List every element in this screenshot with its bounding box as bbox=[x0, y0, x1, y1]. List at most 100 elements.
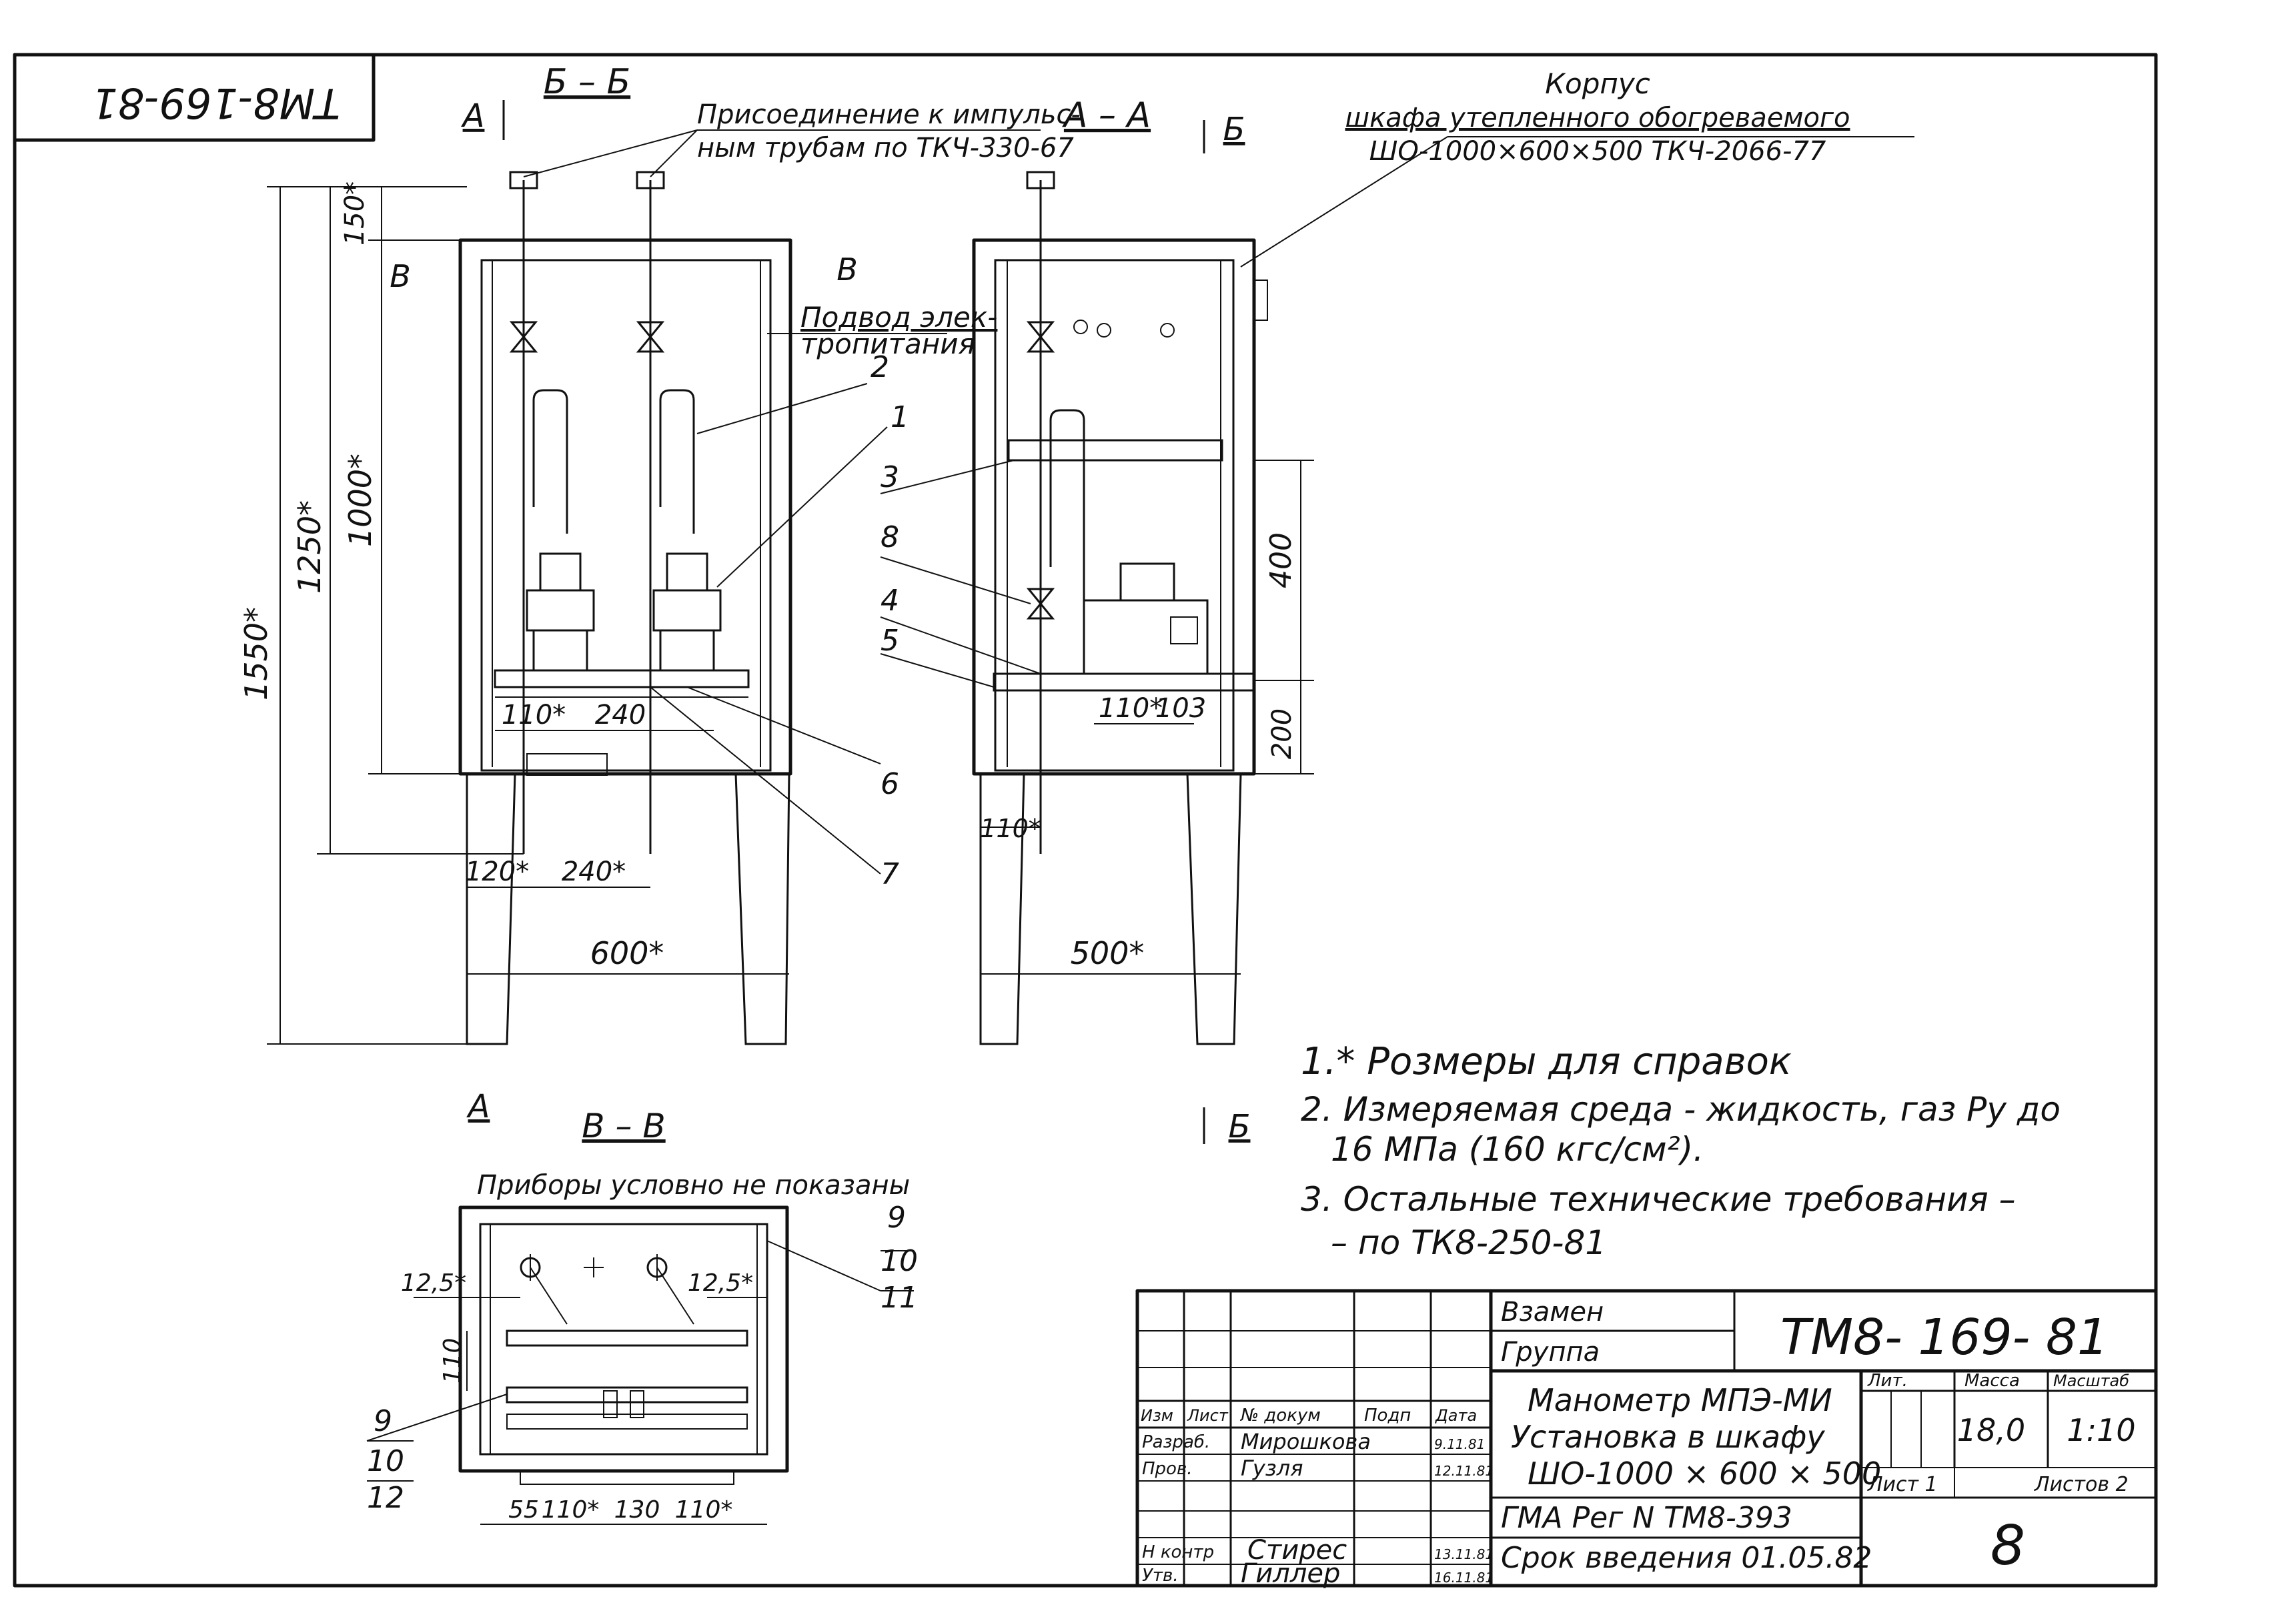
pos-6: 6 bbox=[881, 767, 899, 801]
note-2a: 2. Измеряемая среда - жидкость, газ Pу д… bbox=[1301, 1090, 2061, 1129]
housing-line2: шкафа утепленного обогреваемого bbox=[1345, 103, 1850, 133]
tb-vzamen: Взамен bbox=[1501, 1297, 1604, 1327]
tb-hdr-list: Лист bbox=[1187, 1406, 1229, 1425]
dim-240a: 240 bbox=[595, 700, 646, 730]
pos-10-left: 10 bbox=[367, 1444, 404, 1478]
instruments-hidden-note: Приборы условно не показаны bbox=[477, 1170, 910, 1201]
position-leaders: 1 2 3 8 4 5 6 7 bbox=[650, 350, 1041, 891]
pos-9-left: 9 bbox=[374, 1404, 392, 1438]
tb-date-razrab: 9.11.81 bbox=[1434, 1436, 1485, 1452]
dim-110c: 110* bbox=[980, 814, 1041, 843]
notes: 1.* Розмеры для справок 2. Измеряемая ср… bbox=[1301, 1040, 2061, 1262]
tb-title2: Установка в шкафу bbox=[1511, 1419, 1825, 1455]
housing-line1: Корпус bbox=[1545, 67, 1650, 100]
dim-110f: 110* bbox=[675, 1496, 733, 1524]
dimensions-bb: 1550* 1250* 1000* 150* 110* 240 120* 240… bbox=[238, 181, 789, 1045]
tb-hdr-sign: Подп bbox=[1364, 1406, 1411, 1426]
section-labels: Б – Б А А – А Б В В А Б bbox=[390, 62, 1250, 1145]
cut-a-top: А bbox=[461, 97, 485, 135]
dim-200: 200 bbox=[1267, 708, 1297, 759]
tb-list: Лист 1 bbox=[1867, 1473, 1938, 1496]
tb-prov: Пров. bbox=[1142, 1459, 1193, 1479]
cut-a-bottom: А bbox=[466, 1088, 490, 1125]
pos-12-left: 12 bbox=[367, 1481, 404, 1515]
note-2b: 16 МПа (160 кгс/см²). bbox=[1331, 1130, 1704, 1169]
dim-1000: 1000* bbox=[342, 454, 378, 547]
tb-code: ТМ8- 169- 81 bbox=[1780, 1309, 2109, 1366]
note-3b: – по ТК8-250-81 bbox=[1331, 1223, 1606, 1262]
sheet-frame bbox=[13, 53, 2158, 1588]
dimensions-aa: 400 200 110* 103 110* 500* bbox=[980, 460, 1314, 971]
dim-600: 600* bbox=[590, 935, 664, 971]
cut-v-right: В bbox=[836, 251, 858, 288]
housing-line3: ШО-1000×600×500 ТКЧ-2066-77 bbox=[1369, 136, 1826, 167]
dim-110a: 110* bbox=[502, 700, 566, 730]
pos-3: 3 bbox=[881, 460, 899, 494]
dim-1550: 1550* bbox=[238, 607, 274, 700]
cut-b-top: Б bbox=[1223, 111, 1245, 148]
pos-2: 2 bbox=[871, 350, 889, 384]
tb-nkontr: Н контр bbox=[1142, 1542, 1214, 1562]
pos-4: 4 bbox=[881, 584, 899, 618]
tb-name-utv: Гиллер bbox=[1241, 1558, 1340, 1589]
tb-massa-val: 18,0 bbox=[1957, 1412, 2025, 1448]
tb-reg: ГМА Рег N ТМ8-393 bbox=[1501, 1501, 1792, 1535]
dim-400: 400 bbox=[1264, 532, 1298, 588]
dim-150: 150* bbox=[340, 181, 370, 245]
tb-utv: Утв. bbox=[1142, 1566, 1179, 1586]
tb-date-prov: 12.11.81 bbox=[1434, 1463, 1494, 1479]
tb-hdr-date: Дата bbox=[1435, 1406, 1477, 1425]
tb-date-nkontr: 13.11.81 bbox=[1434, 1546, 1494, 1562]
dim-55: 55 bbox=[508, 1496, 539, 1524]
power-callout: Подвод элек- тропитания bbox=[767, 301, 997, 360]
section-bb-view bbox=[458, 171, 792, 1045]
tb-gruppa: Группа bbox=[1501, 1337, 1600, 1368]
tb-massa: Масса bbox=[1964, 1371, 2020, 1391]
dim-120: 120* bbox=[465, 857, 529, 887]
tb-hdr-izm: Изм bbox=[1141, 1406, 1173, 1425]
dim-12-5b: 12,5* bbox=[688, 1269, 753, 1297]
tb-page: 8 bbox=[1990, 1514, 2025, 1578]
pos-7: 7 bbox=[881, 857, 899, 891]
rotated-code-box: ТМ8-169-81 bbox=[13, 53, 376, 142]
tb-masshtab: Масштаб bbox=[2053, 1372, 2129, 1390]
tb-name-razrab: Мирошкова bbox=[1241, 1429, 1371, 1454]
tb-lit: Лит. bbox=[1867, 1371, 1908, 1391]
cut-v-left: В bbox=[390, 258, 411, 294]
power-line1: Подвод элек- bbox=[800, 301, 997, 334]
impulse-line2: ным трубам по ТКЧ-330-67 bbox=[697, 133, 1074, 163]
title-block: Взамен Группа ТМ8- 169- 81 Манометр МПЭ-… bbox=[1135, 1289, 2158, 1589]
pos-1: 1 bbox=[891, 400, 909, 434]
tb-date-utv: 16.11.81 bbox=[1434, 1570, 1494, 1586]
dim-110e: 110* bbox=[542, 1496, 600, 1524]
section-bb-label: Б – Б bbox=[544, 62, 630, 102]
dim-110d: 110 bbox=[439, 1338, 466, 1384]
tb-name-prov: Гузля bbox=[1241, 1456, 1303, 1481]
section-vv-label: В – В bbox=[582, 1107, 665, 1145]
housing-callout: Корпус шкафа утепленного обогреваемого Ш… bbox=[1240, 67, 1914, 267]
tb-title3: ШО-1000 × 600 × 500 bbox=[1528, 1456, 1881, 1492]
dim-110b: 110* bbox=[1099, 693, 1163, 724]
tb-razrab: Разраб. bbox=[1142, 1432, 1210, 1452]
impulse-line1: Присоединение к импульс- bbox=[697, 99, 1081, 130]
dim-12-5a: 12,5* bbox=[401, 1269, 466, 1297]
section-vv-view: В – В Приборы условно не показаны 12,5* … bbox=[366, 1107, 918, 1525]
impulse-callout: Присоединение к импульс- ным трубам по Т… bbox=[523, 99, 1081, 177]
note-1: 1.* Розмеры для справок bbox=[1301, 1040, 1792, 1083]
cut-b-bottom: Б bbox=[1229, 1108, 1251, 1145]
pos-8: 8 bbox=[881, 520, 899, 554]
dim-500: 500* bbox=[1071, 935, 1145, 971]
dim-1250: 1250* bbox=[292, 500, 328, 594]
dim-240b: 240* bbox=[562, 857, 626, 887]
tb-listov: Листов 2 bbox=[2034, 1473, 2129, 1496]
pos-5: 5 bbox=[881, 624, 899, 658]
tb-hdr-doc: № докум bbox=[1239, 1406, 1321, 1426]
rotated-code: ТМ8-169-81 bbox=[91, 79, 340, 127]
note-3a: 3. Остальные технические требования – bbox=[1301, 1180, 2016, 1219]
section-aa-label: А – А bbox=[1062, 95, 1151, 135]
pos-10-right: 10 bbox=[881, 1244, 918, 1278]
pos-11-right: 11 bbox=[881, 1281, 918, 1315]
tb-masshtab-val: 1:10 bbox=[2067, 1412, 2135, 1448]
tb-name-nkontr: Стирес bbox=[1247, 1535, 1347, 1566]
